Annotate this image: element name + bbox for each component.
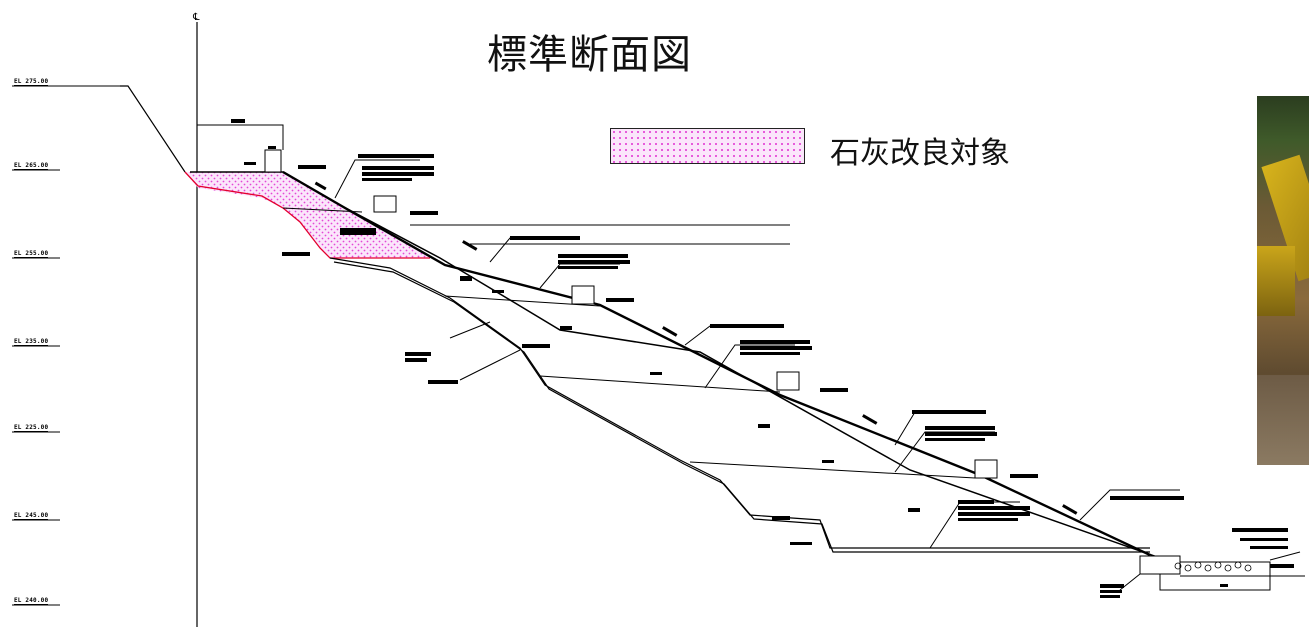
drain-boxes bbox=[264, 149, 1271, 591]
drain-line-b bbox=[333, 261, 1150, 553]
elevation-label: EL 245.00 bbox=[14, 512, 49, 520]
elevation-label: EL 240.00 bbox=[14, 597, 49, 605]
legend-label: 石灰改良対象 bbox=[830, 136, 1010, 171]
dimension-bracket bbox=[197, 124, 284, 150]
gravel-toe bbox=[1174, 561, 1252, 572]
legend-swatch bbox=[610, 128, 805, 164]
elevation-label: EL 275.00 bbox=[14, 78, 49, 86]
photo-excavator-bucket bbox=[1257, 246, 1295, 316]
original-ground-line bbox=[120, 85, 186, 173]
photo-ground bbox=[1257, 375, 1309, 465]
lime-zone-boundary bbox=[184, 171, 430, 259]
elevation-label: EL 225.00 bbox=[14, 424, 49, 432]
excavator-photo bbox=[1257, 96, 1309, 465]
slope-surface bbox=[282, 170, 1151, 557]
centerline-mark: ℄ bbox=[192, 12, 200, 23]
elevation-label: EL 265.00 bbox=[14, 162, 49, 170]
elevation-leaders bbox=[12, 85, 120, 606]
redacted-label-blocks bbox=[231, 119, 1294, 598]
elevation-label: EL 255.00 bbox=[14, 250, 49, 258]
elevation-label: EL 235.00 bbox=[14, 338, 49, 346]
diagram-title: 標準断面図 bbox=[487, 32, 692, 78]
drain-line-a bbox=[329, 257, 1150, 549]
